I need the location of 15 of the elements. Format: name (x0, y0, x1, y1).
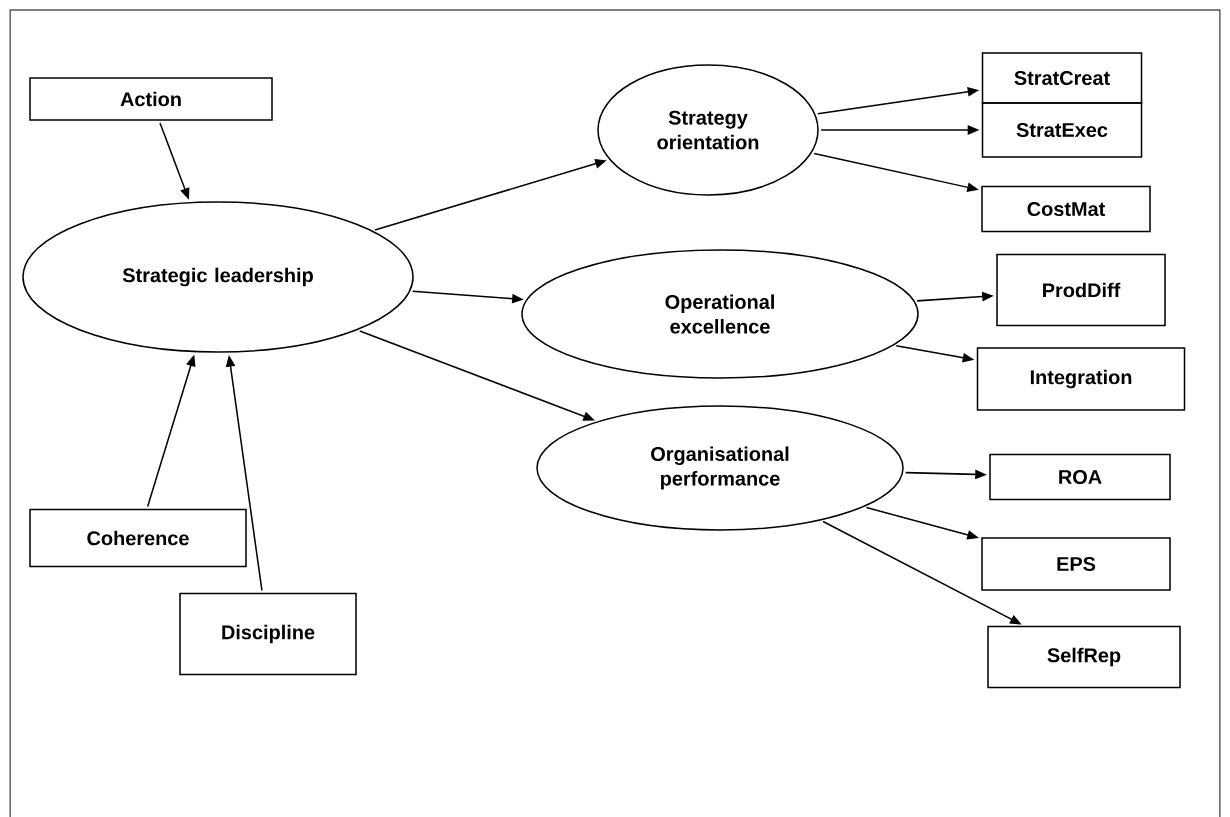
text-box: EPS (981, 537, 1171, 591)
ellipse-node: Strategic leadership (22, 201, 414, 353)
text-box: ProdDiff (996, 253, 1166, 327)
text-box: SelfRep (987, 625, 1181, 689)
text-box: ROA (989, 453, 1171, 501)
text-box: StratExec (981, 102, 1143, 158)
text-box: Coherence (29, 508, 247, 568)
ellipse-node: Organisational performance (536, 405, 904, 531)
text-box: StratCreat (981, 52, 1143, 104)
text-box: Discipline (179, 592, 357, 676)
text-box: CostMat (981, 185, 1151, 233)
text-box: Action (29, 77, 273, 121)
ellipse-node: Strategy orientation (597, 64, 819, 196)
text-box: Integration (976, 347, 1186, 411)
ellipse-node: Operational excellence (521, 249, 919, 379)
